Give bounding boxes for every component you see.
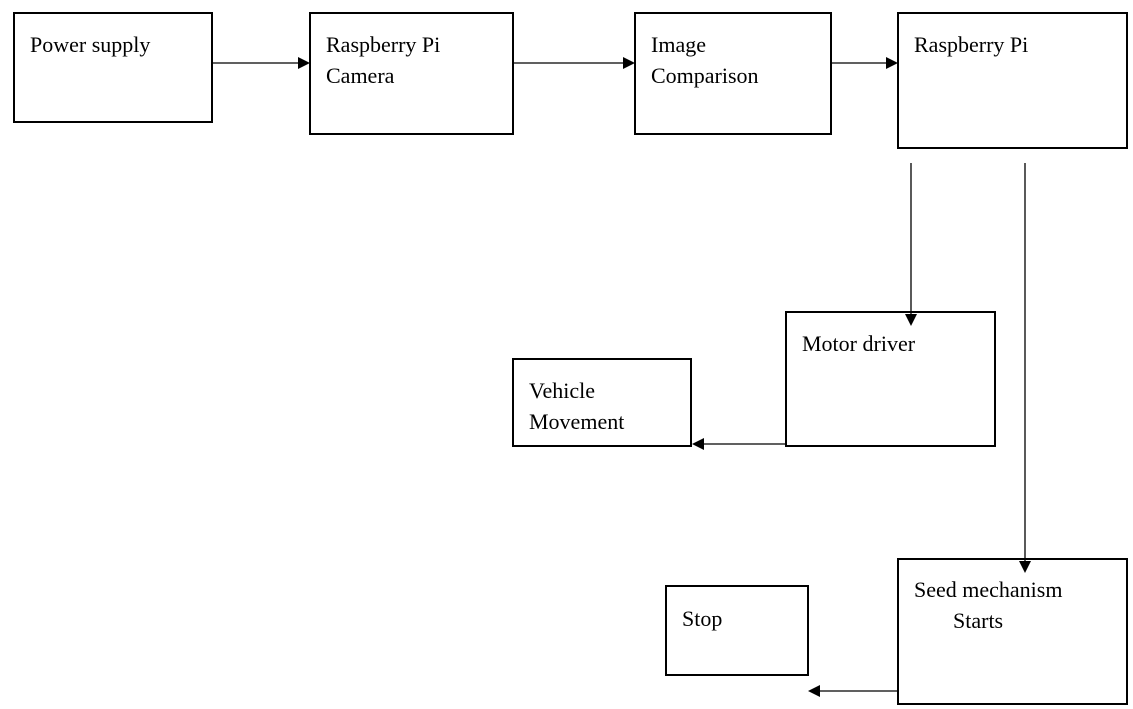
node-label: Motor driver xyxy=(802,331,916,356)
node-label: Camera xyxy=(326,63,395,88)
node-box xyxy=(897,558,1128,705)
arrowhead-icon xyxy=(298,57,310,69)
node-box xyxy=(13,12,213,123)
node-box xyxy=(897,12,1128,149)
arrowhead-icon xyxy=(808,685,820,697)
node-label: Stop xyxy=(682,606,722,631)
node-label: Power supply xyxy=(30,32,150,57)
node-rpi-camera: Raspberry Pi Camera xyxy=(309,12,514,135)
node-label: Comparison xyxy=(651,63,759,88)
edge-raspberry-pi-to-seed-mechanism xyxy=(1019,163,1031,573)
edge-seed-mechanism-to-stop xyxy=(808,685,898,697)
arrowhead-icon xyxy=(905,314,917,326)
edge-rpi-camera-to-image-comparison xyxy=(513,57,635,69)
node-stop: Stop xyxy=(665,585,809,676)
edge-motor-driver-to-vehicle-movement xyxy=(692,438,786,450)
node-motor-driver: Motor driver xyxy=(785,311,996,447)
node-box xyxy=(512,358,692,447)
node-box xyxy=(665,585,809,676)
node-raspberry-pi: Raspberry Pi xyxy=(897,12,1128,149)
edge-image-comparison-to-raspberry-pi xyxy=(831,57,898,69)
node-label: Seed mechanism xyxy=(914,577,1062,602)
node-label: Raspberry Pi xyxy=(326,32,440,57)
node-label: Vehicle xyxy=(529,378,595,403)
arrowhead-icon xyxy=(1019,561,1031,573)
arrowhead-icon xyxy=(623,57,635,69)
arrowhead-icon xyxy=(886,57,898,69)
edge-power-supply-to-rpi-camera xyxy=(212,57,310,69)
node-box xyxy=(309,12,514,135)
node-power-supply: Power supply xyxy=(13,12,213,123)
node-box xyxy=(634,12,832,135)
node-label: Image xyxy=(651,32,706,57)
node-box xyxy=(785,311,996,447)
node-label: Raspberry Pi xyxy=(914,32,1028,57)
arrowhead-icon xyxy=(692,438,704,450)
edge-raspberry-pi-to-motor-driver xyxy=(905,163,917,326)
node-label: Movement xyxy=(529,409,624,434)
node-label: Starts xyxy=(953,608,1003,633)
